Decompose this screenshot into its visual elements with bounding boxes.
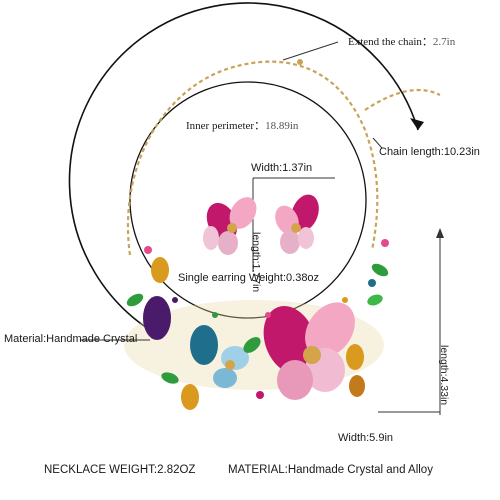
- chain-length-label: Chain length:10.23in: [379, 146, 480, 158]
- inner-perimeter-value: 18.89in: [265, 120, 299, 132]
- necklace-body: [124, 239, 389, 410]
- earring-right: [275, 194, 319, 254]
- inner-perimeter-annotation: Inner perimeter：18.89in: [186, 117, 298, 133]
- earring-left: [203, 197, 257, 255]
- material-left-label: Material:Handmade Crystal: [4, 333, 138, 345]
- earring-width-label: Width:1.37in: [251, 162, 313, 174]
- extend-chain-pointer: [282, 41, 339, 61]
- earring-weight-label: Single earring Weight:0.38oz: [178, 272, 320, 284]
- arc-arrow-head: [410, 118, 424, 130]
- inner-perimeter-label: Inner perimeter：: [186, 120, 266, 132]
- necklace-weight-label: NECKLACE WEIGHT:2.82OZ: [44, 464, 196, 476]
- necklace-width-label: Width:5.9in: [338, 432, 394, 444]
- extend-chain-annotation: Extend the chain：2.7in: [348, 33, 455, 49]
- extend-chain-value: 2.7in: [432, 36, 456, 48]
- necklace-length-label: length:4.33in: [438, 345, 450, 406]
- chain-clasp: [297, 59, 303, 65]
- material-bottom-label: MATERIAL:Handmade Crystal and Alloy: [228, 464, 433, 476]
- chain-length-pointer: [372, 137, 383, 149]
- necklace-chain: [126, 60, 441, 256]
- extend-chain-label: Extend the chain：: [348, 36, 433, 48]
- outer-dimension-arc: [68, 2, 419, 331]
- inner-perimeter-circle: [129, 81, 367, 319]
